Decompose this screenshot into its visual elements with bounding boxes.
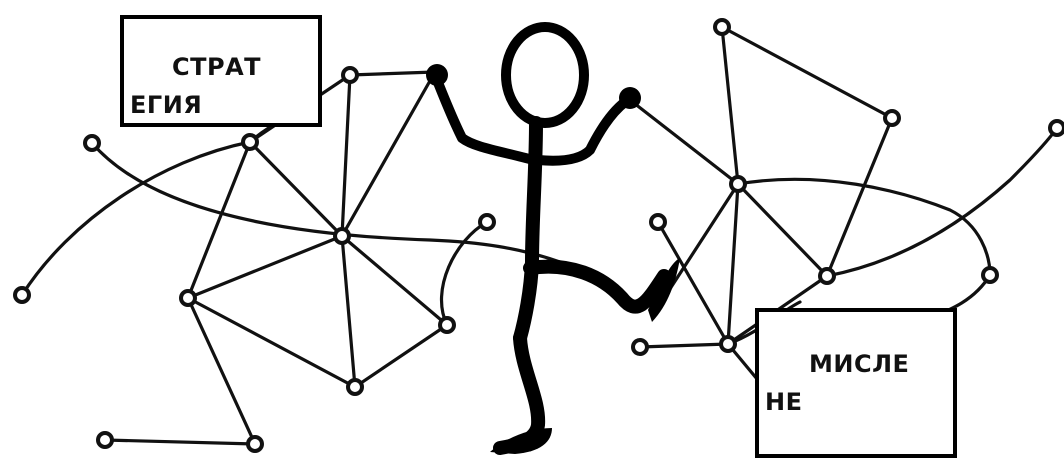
stick-figure-right-hand <box>619 87 641 109</box>
strategy-label-line2: ЕГИЯ <box>130 85 202 125</box>
strategy-label-line1: СТРАТ <box>172 47 261 87</box>
thinking-label-line2: НЕ <box>765 382 802 422</box>
left-network <box>22 72 560 444</box>
stick-figure-head <box>506 27 584 123</box>
stick-figure-left-hand <box>426 64 448 86</box>
thinking-label-line1: МИСЛЕ <box>809 344 909 384</box>
stick-figure-right-leg <box>530 267 664 307</box>
strategy-label: СТРАТ ЕГИЯ <box>120 15 322 127</box>
thinking-label: МИСЛЕ НЕ <box>755 308 957 458</box>
stick-figure-left-foot <box>490 428 552 454</box>
